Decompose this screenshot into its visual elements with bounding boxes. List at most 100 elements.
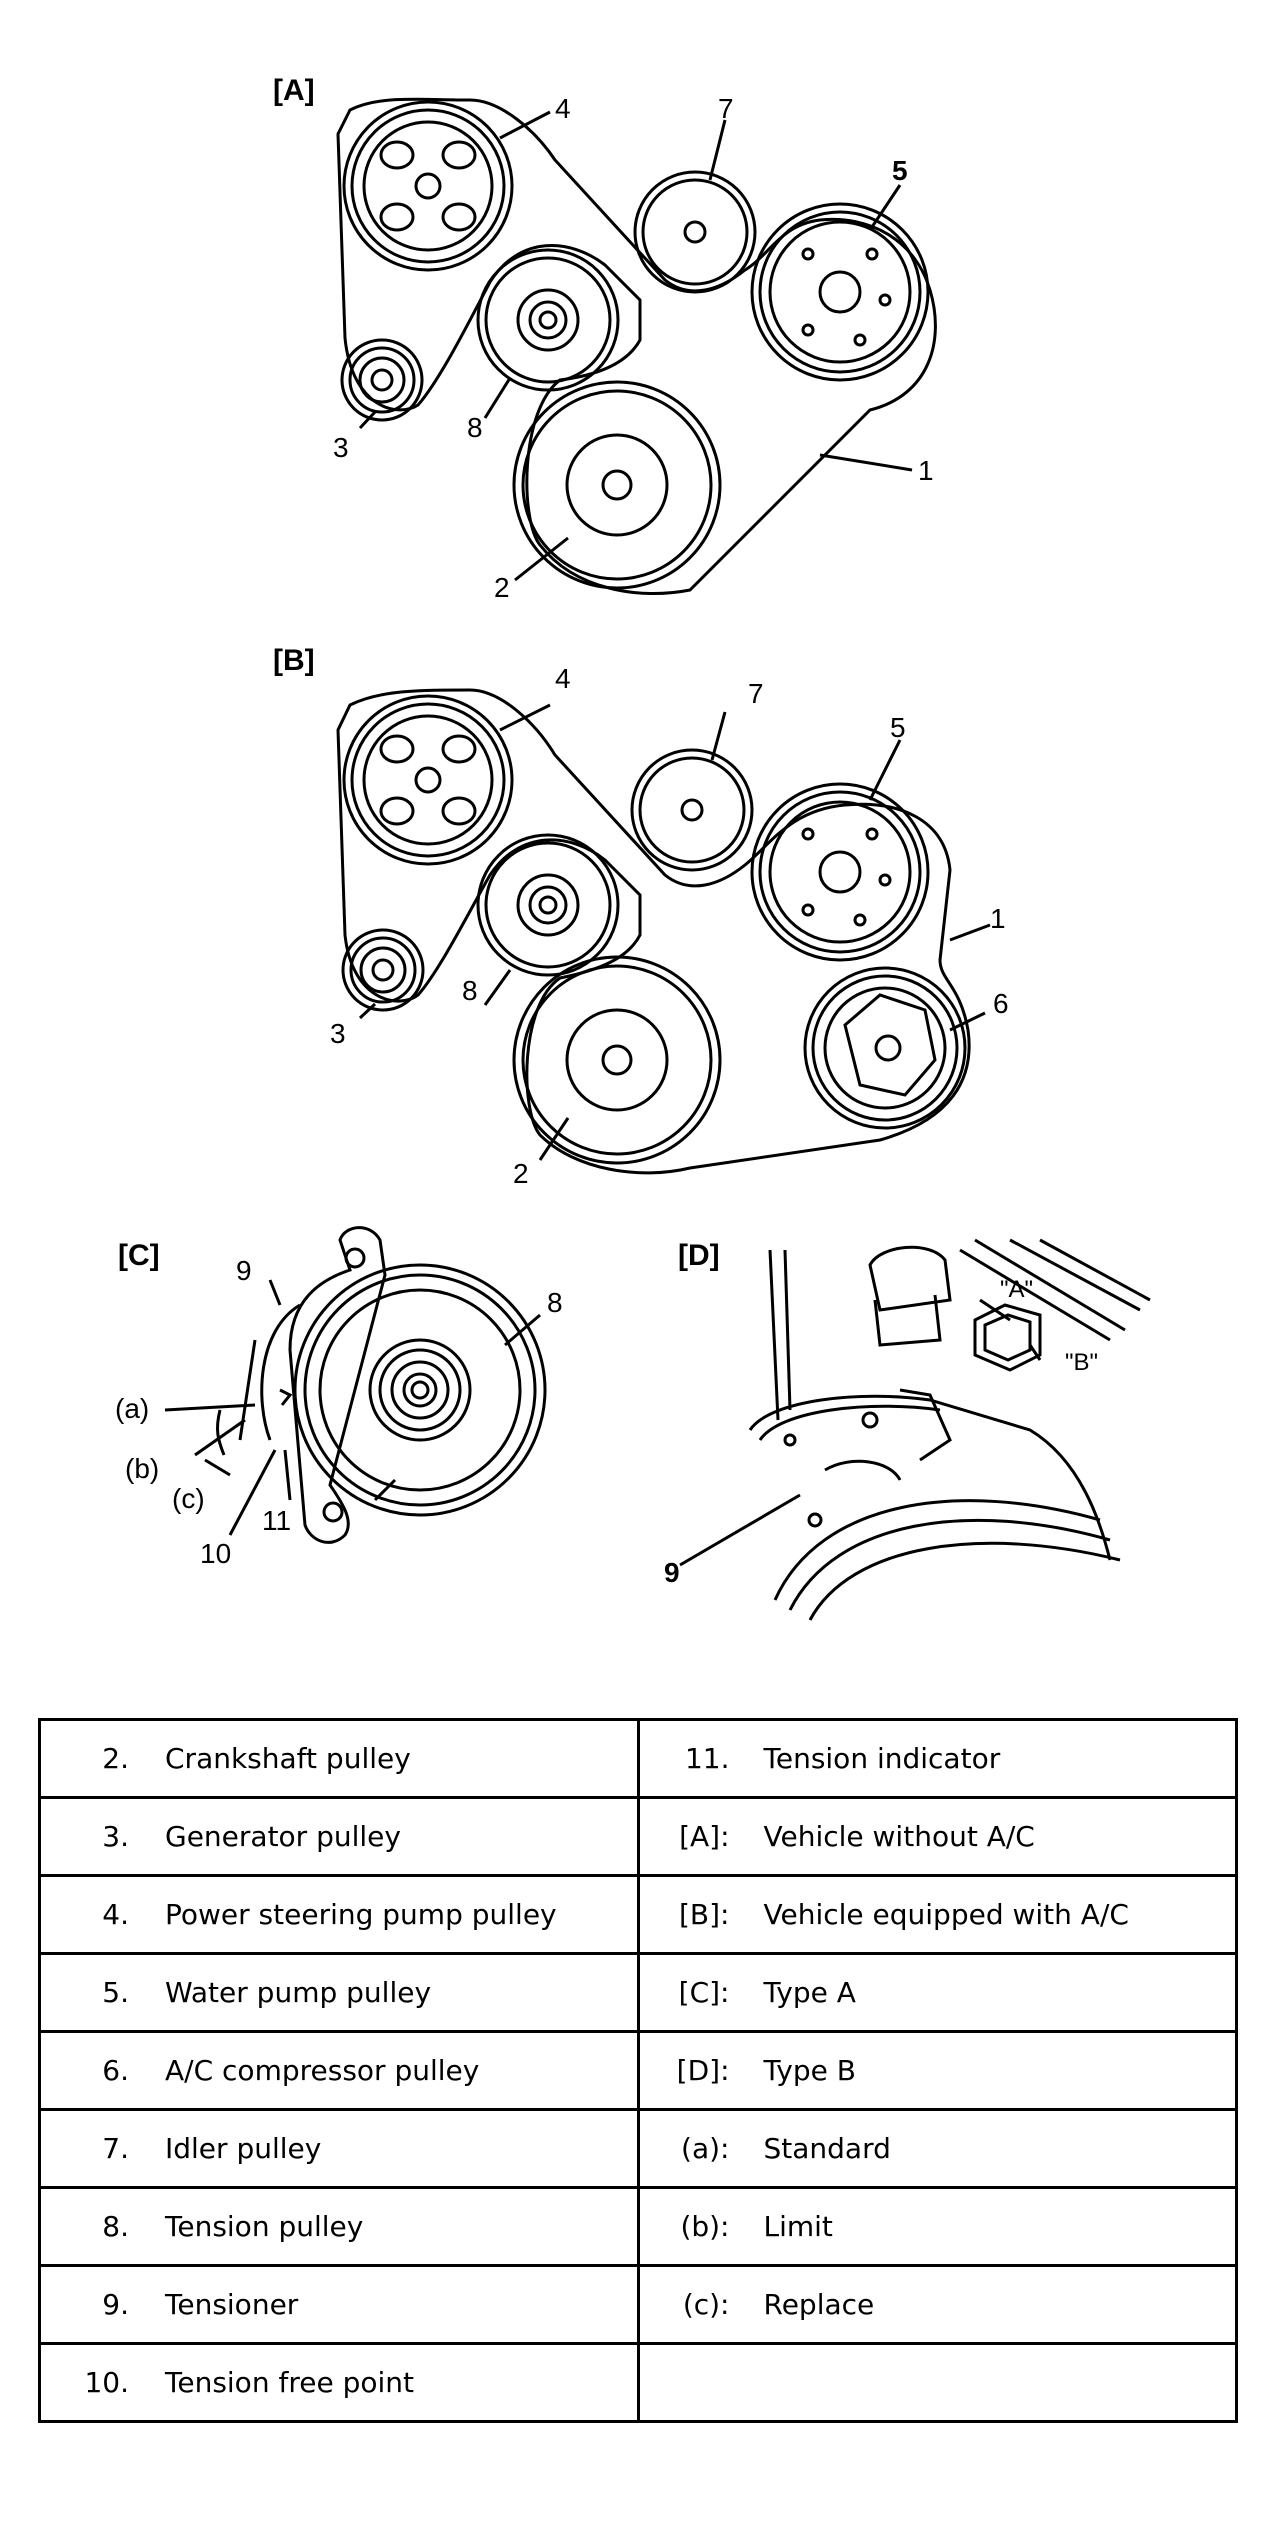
legend-key: (c): xyxy=(682,2288,730,2321)
legend-row: 4. Power steering pump pulley [B]: Vehicle … xyxy=(38,1874,1238,1955)
callout-b-5: 5 xyxy=(890,712,906,743)
pulley-6-b xyxy=(803,966,967,1130)
legend-description: Tension free point xyxy=(165,2366,414,2399)
diagram-a xyxy=(336,97,937,596)
legend-description: Tensioner xyxy=(165,2288,299,2321)
legend-description: Generator pulley xyxy=(165,1820,401,1853)
legend-key: 11. xyxy=(684,1742,730,1775)
legend-description: Replace xyxy=(763,2288,875,2321)
pulley-4-a xyxy=(342,100,514,272)
legend-description: Crankshaft pulley xyxy=(165,1742,411,1775)
legend-row: 2. Crankshaft pulley 11. Tension indicator xyxy=(38,1718,1238,1799)
diagram-c xyxy=(164,1226,547,1544)
callout-d-a: "A" xyxy=(1000,1276,1033,1303)
callout-a-8: 8 xyxy=(467,412,483,443)
legend-cell-right: (a):Standard xyxy=(636,2108,1238,2189)
legend-cell-content: 7.Idler pulley xyxy=(41,2111,637,2186)
legend-key: 3. xyxy=(102,1820,129,1853)
legend-key: 2. xyxy=(102,1742,129,1775)
callouts-b: 1 2 3 4 5 6 7 8 xyxy=(330,663,1009,1189)
callout-b-4: 4 xyxy=(555,663,571,694)
callout-c-9: 9 xyxy=(236,1255,252,1286)
callout-c-c: (c) xyxy=(172,1483,205,1514)
legend-cell-left: 8. Tension pulley xyxy=(38,2186,640,2267)
diagram-b xyxy=(336,688,991,1175)
callout-c-10: 10 xyxy=(200,1538,231,1569)
callout-b-6: 6 xyxy=(993,988,1009,1019)
legend-description: A/C compressor pulley xyxy=(165,2054,480,2087)
legend-cell-left: 7.Idler pulley xyxy=(38,2108,640,2189)
section-label-c: [C] xyxy=(118,1239,160,1272)
callout-b-2: 2 xyxy=(513,1158,529,1189)
legend-body: 2. Crankshaft pulley 11. Tension indicator 3… xyxy=(38,1718,1238,2423)
diagram-d xyxy=(679,1238,1151,1621)
legend-cell-right: [B]: Vehicle equipped with A/C xyxy=(636,1874,1238,1955)
legend-description: Vehicle equipped with A/C xyxy=(763,1898,1129,1931)
legend-key: 8. xyxy=(102,2210,129,2243)
legend-cell-content: 2. Crankshaft pulley xyxy=(41,1721,637,1796)
legend-cell-content: 9.Tensioner xyxy=(41,2267,637,2342)
belt-diagram: [A] [B] [C] [D] 1 2 3 4 5 7 8 1 2 3 4 5 … xyxy=(115,74,1151,1621)
callout-a-7: 7 xyxy=(718,93,734,124)
legend-cell-right: [A]: Vehicle without A/C xyxy=(636,1796,1238,1877)
callout-d-b: "B" xyxy=(1065,1349,1098,1376)
legend-cell-content: 8. Tension pulley xyxy=(41,2189,637,2264)
legend-cell-right: [D]: Type B xyxy=(636,2030,1238,2111)
callout-b-1: 1 xyxy=(990,903,1006,934)
legend-row: 7.Idler pulley(a):Standard xyxy=(38,2108,1238,2189)
legend-cell-right xyxy=(636,2342,1238,2423)
legend-key: [B]: xyxy=(679,1898,730,1931)
legend-cell-content: 10.Tension free point xyxy=(41,2345,637,2420)
legend-cell-content: 11. Tension indicator xyxy=(640,1721,1236,1796)
pulley-5-a xyxy=(750,202,930,382)
callout-a-2: 2 xyxy=(494,572,510,603)
callouts-c: 8 9 10 11 (a) (b) (c) xyxy=(115,1255,563,1569)
pulley-4-b xyxy=(342,694,514,866)
callout-c-a: (a) xyxy=(115,1393,149,1424)
legend-row: 9.Tensioner (c): Replace xyxy=(38,2264,1238,2345)
pulley-3-b xyxy=(341,928,425,1012)
callout-a-1: 1 xyxy=(918,455,934,486)
legend-cell-right: 11. Tension indicator xyxy=(636,1718,1238,1799)
legend-description: Type A xyxy=(763,1976,856,2009)
callouts-a: 1 2 3 4 5 7 8 xyxy=(333,93,934,603)
pulley-5-b xyxy=(750,782,930,962)
legend-description: Water pump pulley xyxy=(165,1976,432,2009)
legend-cell-content: [D]: Type B xyxy=(640,2033,1236,2108)
legend-description: Tension indicator xyxy=(763,1742,1001,1775)
legend-cell-right: (c): Replace xyxy=(636,2264,1238,2345)
pulley-7-b xyxy=(630,748,754,872)
legend-cell-right: (b): Limit xyxy=(636,2186,1238,2267)
legend-cell-left: 4. Power steering pump pulley xyxy=(38,1874,640,1955)
callout-a-5: 5 xyxy=(892,155,908,186)
legend-description: Vehicle without A/C xyxy=(763,1820,1035,1853)
legend-key: 7. xyxy=(102,2132,129,2165)
legend-row: 6.A/C compressor pulley [D]: Type B xyxy=(38,2030,1238,2111)
pulley-8-a xyxy=(476,248,620,392)
legend-description: Type B xyxy=(763,2054,856,2087)
legend-key: (b): xyxy=(680,2210,730,2243)
legend-row: 3. Generator pulley [A]: Vehicle without A/… xyxy=(38,1796,1238,1877)
legend-row: 8. Tension pulley (b): Limit xyxy=(38,2186,1238,2267)
legend-cell-left: 2. Crankshaft pulley xyxy=(38,1718,640,1799)
legend-cell-content: 4. Power steering pump pulley xyxy=(41,1877,637,1952)
legend-cell-content: 6.A/C compressor pulley xyxy=(41,2033,637,2108)
callout-c-8: 8 xyxy=(547,1287,563,1318)
legend-description: Tension pulley xyxy=(165,2210,364,2243)
belt-b xyxy=(336,688,971,1175)
legend-key: 4. xyxy=(102,1898,129,1931)
callout-a-4: 4 xyxy=(555,93,571,124)
legend-cell-content xyxy=(640,2345,1236,2420)
pulley-8-b xyxy=(476,833,620,977)
legend-cell-content: (a):Standard xyxy=(640,2111,1236,2186)
legend-description: Power steering pump pulley xyxy=(165,1898,557,1931)
legend-key: (a): xyxy=(681,2132,730,2165)
section-label-d: [D] xyxy=(678,1239,720,1272)
legend-cell-left: 5. Water pump pulley xyxy=(38,1952,640,2033)
legend-key: 5. xyxy=(102,1976,129,2009)
legend-description: Limit xyxy=(763,2210,833,2243)
callout-b-8: 8 xyxy=(462,975,478,1006)
legend-cell-content: (b): Limit xyxy=(640,2189,1236,2264)
legend-key: [A]: xyxy=(679,1820,730,1853)
legend-key: [D]: xyxy=(676,2054,730,2087)
